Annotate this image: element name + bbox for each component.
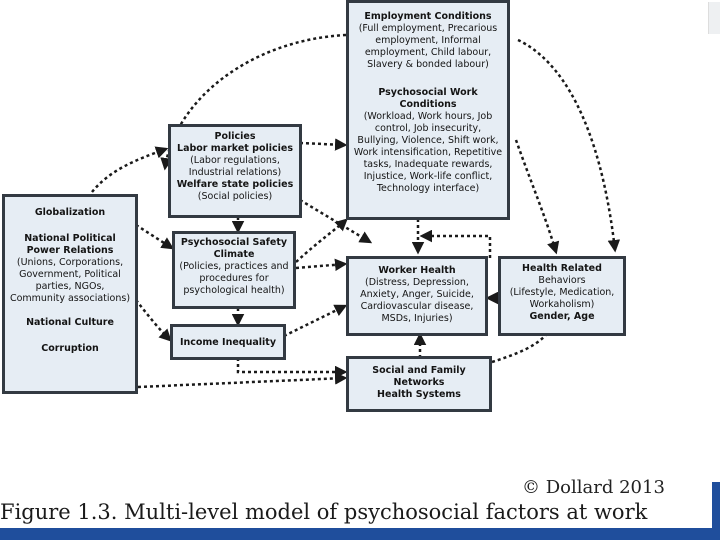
arrow-income-social [236, 358, 348, 379]
box-employment-conditions: Employment Conditions (Full employment, … [346, 0, 510, 220]
policies-title: Policies [214, 131, 256, 142]
gender-age-label: Gender, Age [529, 311, 595, 322]
figure-caption: Figure 1.3. Multi-level model of psychos… [0, 500, 648, 524]
arrow-employment-right [517, 38, 621, 253]
work-conditions-body: (Workload, Work hours, Job control, Job … [353, 111, 503, 194]
arrow-macro-income [135, 299, 172, 342]
arrow-macro-psc [135, 223, 175, 250]
behaviors-title: Health Related [522, 263, 602, 274]
work-conditions-title: Psychosocial Work Conditions [378, 87, 478, 110]
arrow-income-worker [283, 304, 348, 338]
box-policies: Policies Labor market policies (Labor re… [168, 124, 302, 218]
box-health-behaviors: Health Related Behaviors (Lifestyle, Med… [498, 256, 626, 336]
box-psychosocial-safety-climate: Psychosocial Safety Climate (Policies, p… [172, 231, 296, 309]
worker-health-title: Worker Health [378, 265, 456, 276]
employment-title: Employment Conditions [364, 11, 492, 22]
globalization-label: Globalization [34, 207, 106, 218]
welfare-body: (Social policies) [197, 191, 273, 202]
box-worker-health: Worker Health (Distress, Depression, Anx… [346, 256, 488, 336]
worker-health-body: (Distress, Depression, Anxiety, Anger, S… [360, 277, 474, 324]
arrow-psc-worker [295, 258, 348, 272]
labor-market-title: Labor market policies [177, 143, 293, 154]
box-macro-factors: Globalization National Political Power R… [2, 194, 138, 394]
bottom-accent-bar [0, 528, 720, 540]
corner-decoration [708, 2, 720, 34]
income-title: Income Inequality [179, 337, 277, 348]
arrow-employment-behaviors [514, 139, 560, 255]
employment-body: (Full employment, Precarious employment,… [358, 23, 498, 70]
behaviors-title-b: Behaviors [538, 275, 586, 286]
power-relations-title: National Political Power Relations [24, 233, 116, 256]
power-relations-body: (Unions, Corporations, Government, Polit… [9, 257, 131, 304]
box-income-inequality: Income Inequality [170, 324, 286, 360]
arrow-worker-employment [419, 229, 492, 258]
labor-market-body: (Labor regulations, Industrial relations… [188, 155, 282, 178]
welfare-title: Welfare state policies [176, 179, 294, 190]
health-systems-label: Health Systems [377, 389, 461, 400]
psc-body: (Policies, practices and procedures for … [179, 261, 289, 296]
corruption-label: Corruption [41, 343, 99, 354]
arrow-psc-employment [295, 218, 348, 263]
side-accent-bar [712, 482, 720, 540]
arrow-policies-employment [299, 138, 348, 151]
arrow-macro-policies [91, 146, 169, 193]
social-title: Social and Family Networks [372, 365, 466, 388]
arrow-policies-worker [299, 198, 373, 244]
psc-title: Psychosocial Safety Climate [180, 237, 288, 260]
national-culture-label: National Culture [26, 317, 114, 328]
box-social-networks: Social and Family Networks Health System… [346, 356, 492, 412]
arrow-macro-social [137, 372, 348, 389]
copyright-text: © Dollard 2013 [522, 477, 665, 498]
behaviors-body: (Lifestyle, Medication, Workaholism) [509, 287, 615, 310]
